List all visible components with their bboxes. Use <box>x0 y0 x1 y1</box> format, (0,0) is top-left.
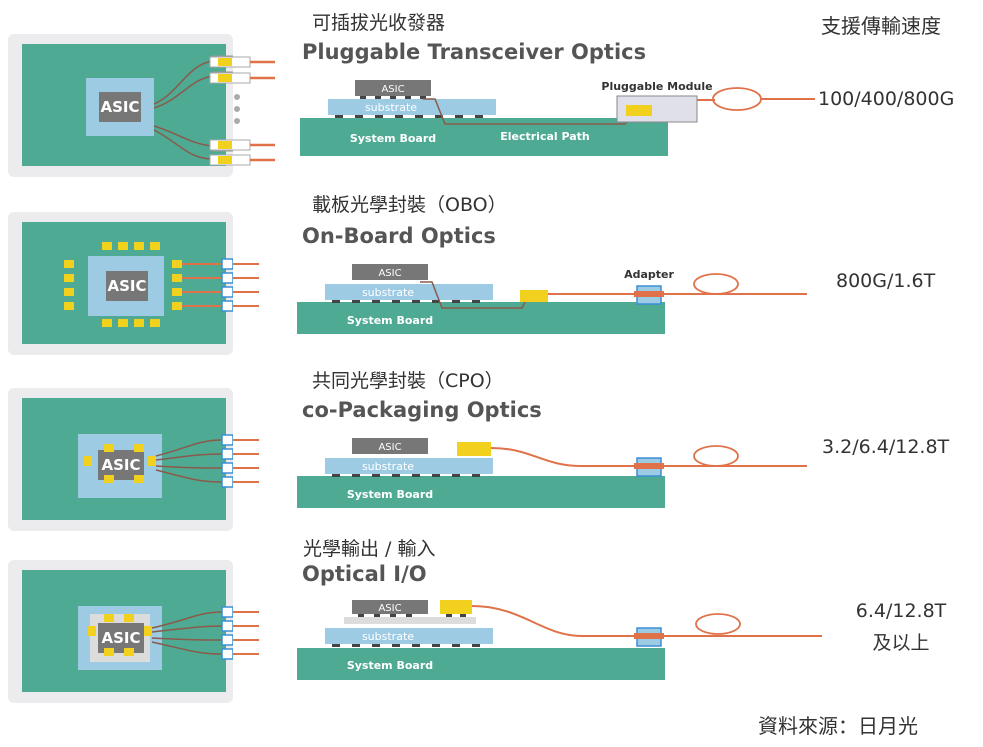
title-zh-oio: 光學輸出 / 輸入 <box>303 538 436 560</box>
oio-side-view: ASIC substrate System Board <box>297 600 822 680</box>
board-label: System Board <box>347 314 433 327</box>
pluggable-modules <box>209 56 275 166</box>
asic-label: ASIC <box>381 84 404 95</box>
asic-chip-top: ASIC <box>99 92 141 122</box>
title-zh-obo: 載板光學封裝（OBO） <box>312 194 507 216</box>
speed-oio-line1: 6.4/12.8T <box>855 600 947 622</box>
cpo-side-view: ASIC substrate System Board <box>297 438 807 508</box>
speed-pluggable: 100/400/800G <box>818 88 955 110</box>
pluggable-module-label: Pluggable Module <box>601 80 712 93</box>
speed-obo: 800G/1.6T <box>836 270 936 292</box>
title-en-obo: On-Board Optics <box>302 224 496 248</box>
title-en-oio: Optical I/O <box>302 562 427 586</box>
cpo-top-view: ASIC <box>8 388 233 531</box>
obo-top-wiring <box>64 242 233 327</box>
speed-cpo: 3.2/6.4/12.8T <box>822 436 950 458</box>
oio-fiber-stubs <box>233 611 259 655</box>
board-top: ASIC <box>22 570 226 692</box>
title-en-cpo: co-Packaging Optics <box>302 398 542 422</box>
substrate-label: substrate <box>362 460 414 473</box>
oio-top-view: ASIC <box>8 560 233 703</box>
asic-chip-top: ASIC <box>106 271 148 301</box>
speed-oio: 6.4/12.8T 及以上 <box>851 600 951 655</box>
substrate-label: substrate <box>365 101 417 114</box>
cpo-fiber-stubs <box>233 439 259 483</box>
source-credit: 資料來源：日月光 <box>758 714 918 738</box>
speed-column-title: 支援傳輸速度 <box>821 14 941 38</box>
pluggable-top-view: ASIC <box>8 34 233 177</box>
board-top: ASIC <box>22 398 226 520</box>
board-top: ASIC <box>22 44 226 166</box>
asic-label: ASIC <box>378 603 401 614</box>
oio-top-wiring <box>88 606 233 660</box>
electrical-path-label: Electrical Path <box>500 130 590 143</box>
title-zh-pluggable: 可插拔光收發器 <box>312 12 446 34</box>
speed-oio-line2: 及以上 <box>872 632 930 654</box>
board-label: System Board <box>350 132 436 145</box>
obo-top-view: ASIC <box>8 212 233 355</box>
substrate-label: substrate <box>362 286 414 299</box>
board-label: System Board <box>347 659 433 672</box>
pluggable-side-view: ASIC substrate System Board Electrical P… <box>300 80 815 156</box>
board-label: System Board <box>347 488 433 501</box>
substrate-label: substrate <box>362 630 414 643</box>
obo-fiber-stubs <box>233 263 259 307</box>
obo-side-view: ASIC substrate System Board Adapter <box>297 264 807 334</box>
title-zh-cpo: 共同光學封裝（CPO） <box>312 370 504 392</box>
title-en-pluggable: Pluggable Transceiver Optics <box>302 40 647 64</box>
asic-label: ASIC <box>378 268 401 279</box>
cpo-top-wiring <box>84 434 233 488</box>
adapter-label: Adapter <box>624 268 674 281</box>
asic-label: ASIC <box>378 442 401 453</box>
